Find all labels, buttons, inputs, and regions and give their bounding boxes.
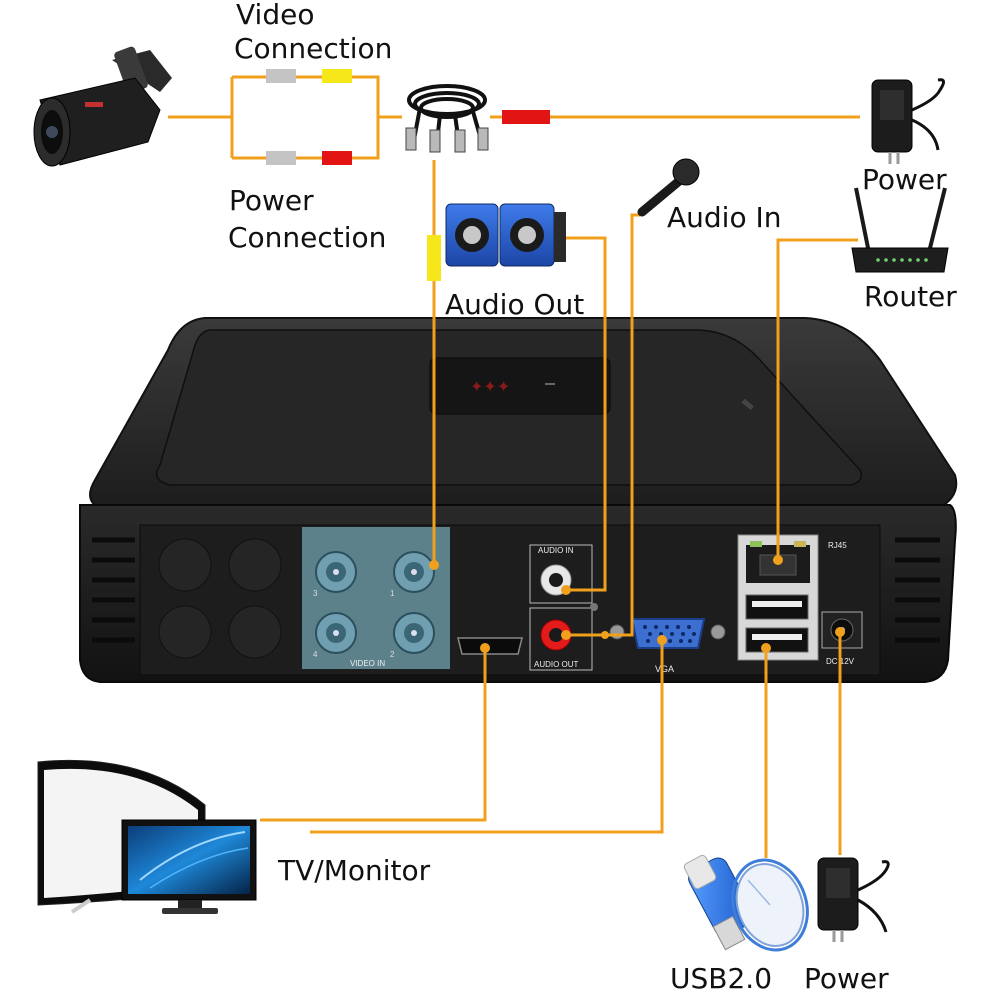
label-router: Router [864, 280, 957, 313]
dvr-recorder: ✦✦✦ [79, 317, 958, 683]
audio-out-jack [540, 619, 572, 651]
plug-video-gray [266, 69, 296, 83]
wire-vga [310, 640, 664, 834]
dvr-fan-grill [158, 538, 282, 659]
bnc-port-1 [393, 551, 435, 593]
label-power-bottom: Power [804, 962, 889, 995]
label-power-connection-line2: Connection [228, 221, 387, 254]
label-usb: USB2.0 [670, 962, 773, 995]
microphone-icon [637, 158, 700, 217]
bnc-port-4 [315, 612, 357, 654]
cctv-camera-icon [33, 46, 172, 167]
plug-video-yellow-vertical [427, 235, 441, 281]
router-icon [851, 187, 949, 273]
bnc-channel-4-label: 4 [313, 650, 318, 659]
bnc-channel-2-label: 2 [390, 650, 395, 659]
bnc-channel-3-label: 3 [313, 589, 318, 598]
label-video-connection-line1: Video [236, 0, 315, 31]
rj45-port-label: RJ45 [828, 541, 847, 550]
usb-port-bottom [745, 627, 809, 653]
monitor-icon [37, 759, 257, 914]
video-in-port-label: VIDEO IN [350, 659, 385, 668]
speaker-icon [445, 203, 566, 267]
plug-power-gray [266, 151, 296, 165]
dvr-brand-logo: ✦✦✦ [470, 377, 510, 396]
audio-screw [590, 603, 598, 611]
dvr-vents-left [92, 537, 135, 643]
power-adapter-icon-top [871, 78, 945, 164]
wire-audio-out [565, 236, 607, 592]
siamese-cable-icon [407, 84, 487, 151]
label-tv-monitor: TV/Monitor [278, 854, 431, 887]
dvr-display-window [429, 357, 611, 415]
audio-in-port-label: AUDIO IN [538, 546, 574, 555]
label-video-connection-line2: Connection [234, 32, 393, 65]
cable-connectors [405, 127, 489, 153]
bnc-channel-1-label: 1 [390, 589, 395, 598]
wire-audio-in [566, 213, 640, 637]
label-power-top: Power [862, 163, 947, 196]
usb-port-top [745, 594, 809, 620]
audio-in-frame [529, 544, 593, 604]
wire-router [776, 238, 858, 560]
plug-power-red-top [502, 110, 550, 124]
label-audio-out: Audio Out [445, 288, 585, 321]
dvr-side-button [741, 398, 754, 411]
audio-out-port-label: AUDIO OUT [534, 660, 579, 669]
label-audio-in: Audio In [667, 201, 782, 234]
plug-video-yellow [322, 69, 352, 83]
bnc-port-3 [315, 551, 357, 593]
audio-out-frame [529, 607, 593, 671]
hdmi-port [457, 637, 523, 655]
bnc-port-2 [393, 612, 435, 654]
plug-power-red [322, 151, 352, 165]
dvr-vents-right [895, 537, 940, 643]
wire-video-loop [232, 75, 380, 160]
bnc-ports [315, 551, 435, 654]
wire-junction-dots [429, 555, 845, 653]
mouse-icon [731, 858, 809, 952]
connection-wires [168, 75, 860, 858]
power-adapter-icon-bottom [817, 857, 890, 942]
label-power-connection-line1: Power [229, 184, 314, 217]
vga-port-label: VGA [655, 664, 674, 674]
dvr-power-led [545, 383, 555, 385]
wire-hdmi [260, 648, 487, 822]
